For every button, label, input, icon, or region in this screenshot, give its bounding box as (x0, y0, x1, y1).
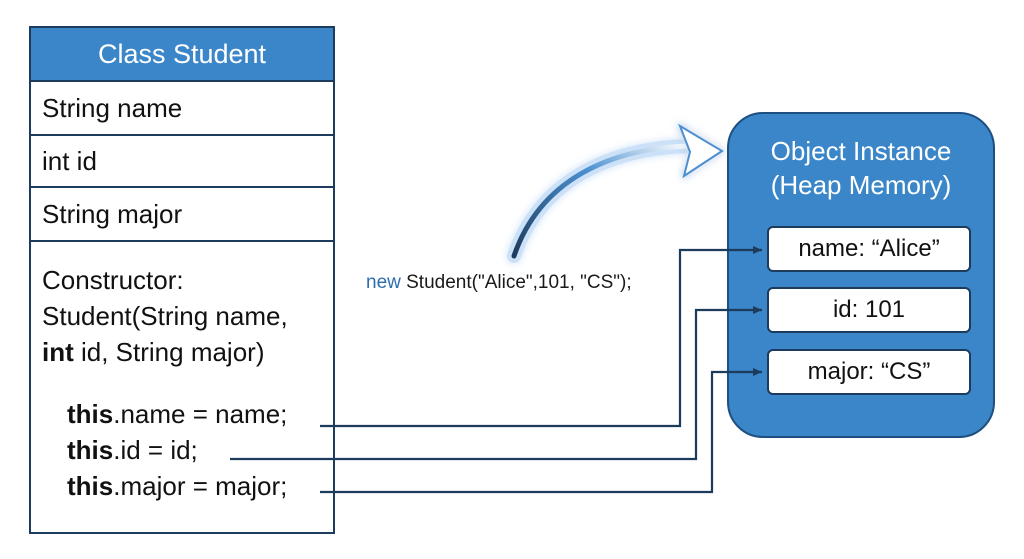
heap-field-major: major: “CS” (767, 349, 971, 395)
class-box: Class Student String name int id String … (29, 26, 335, 534)
class-title: Class Student (31, 28, 333, 82)
constructor-label: Constructor: (42, 265, 184, 295)
class-field-major: String major (31, 188, 333, 242)
heap-field-id: id: 101 (767, 287, 971, 333)
assignment-name-rest: .name = name; (113, 399, 288, 429)
this-keyword: this (67, 435, 114, 465)
assignment-major-rest: .major = major; (113, 471, 288, 501)
heap-title: Object Instance (Heap Memory) (729, 134, 993, 202)
assignment-major: this.major = major; (67, 468, 333, 504)
heap-title-line1: Object Instance (770, 136, 952, 166)
assignment-list: this.name = name; this.id = id; this.maj… (42, 396, 333, 504)
assignment-id: this.id = id; (67, 432, 333, 468)
constructor-section: Constructor: Student(String name, int id… (31, 242, 333, 504)
new-keyword: new (366, 272, 401, 293)
constructor-signature-line2: int id, String major) (42, 334, 333, 370)
heap-object-box: Object Instance (Heap Memory) name: “Ali… (727, 112, 995, 438)
constructor-params-rest: id, String major) (73, 337, 265, 367)
instantiate-arrow (507, 123, 724, 263)
instantiate-arrow-head (678, 123, 724, 179)
int-keyword: int (42, 337, 74, 367)
heap-field-name: name: “Alice” (767, 226, 971, 272)
constructor-signature-line1: Student(String name, (42, 301, 288, 331)
class-field-name: String name (31, 82, 333, 136)
assignment-name: this.name = name; (67, 396, 333, 432)
connector-major (320, 368, 762, 494)
this-keyword: this (67, 471, 114, 501)
heap-title-line2: (Heap Memory) (770, 170, 952, 200)
class-field-id: int id (31, 136, 333, 188)
constructor-call: new Student("Alice",101, "CS"); (366, 272, 632, 294)
constructor-call-args: Student("Alice",101, "CS"); (400, 272, 632, 293)
this-keyword: this (67, 399, 114, 429)
assignment-id-rest: .id = id; (113, 435, 198, 465)
